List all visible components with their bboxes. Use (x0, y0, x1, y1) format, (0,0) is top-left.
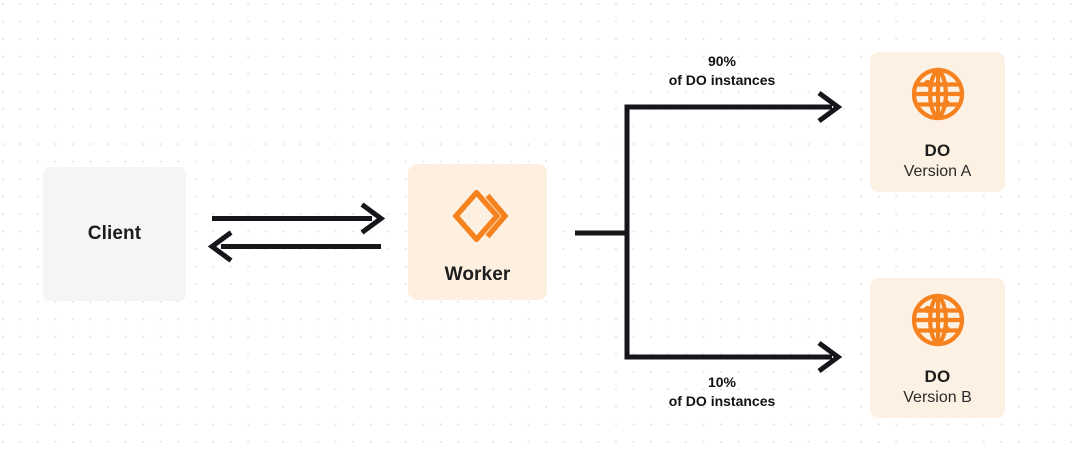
edge-worker-to-do-a (627, 91, 843, 123)
cloudflare-workers-logo-icon (447, 185, 509, 252)
worker-label: Worker (444, 263, 511, 285)
edge-label-do-a: 90% of DO instances (632, 52, 812, 90)
edge-worker-to-client (207, 230, 381, 263)
edge-worker-to-do-b (627, 341, 843, 373)
do-a-sublabel: Version A (903, 163, 972, 180)
edge-branch-trunk (575, 104, 630, 360)
node-do-version-b[interactable]: DO Version B (870, 278, 1005, 418)
do-b-sublabel: Version B (903, 389, 972, 406)
edge-label-do-b-caption: of DO instances (668, 393, 776, 409)
node-client[interactable]: Client (43, 167, 186, 301)
globe-icon (909, 291, 967, 354)
node-do-version-a[interactable]: DO Version A (870, 52, 1005, 192)
edge-client-to-worker (212, 202, 386, 235)
edge-label-do-a-percent: 90% (707, 53, 737, 69)
do-a-label: DO (924, 141, 951, 160)
edge-label-do-b: 10% of DO instances (632, 373, 812, 411)
client-label: Client (87, 223, 142, 244)
do-b-label: DO (924, 367, 951, 386)
edge-label-do-b-percent: 10% (707, 374, 737, 390)
edge-label-do-a-caption: of DO instances (668, 72, 776, 88)
globe-icon (909, 65, 967, 128)
node-worker[interactable]: Worker (408, 164, 547, 300)
